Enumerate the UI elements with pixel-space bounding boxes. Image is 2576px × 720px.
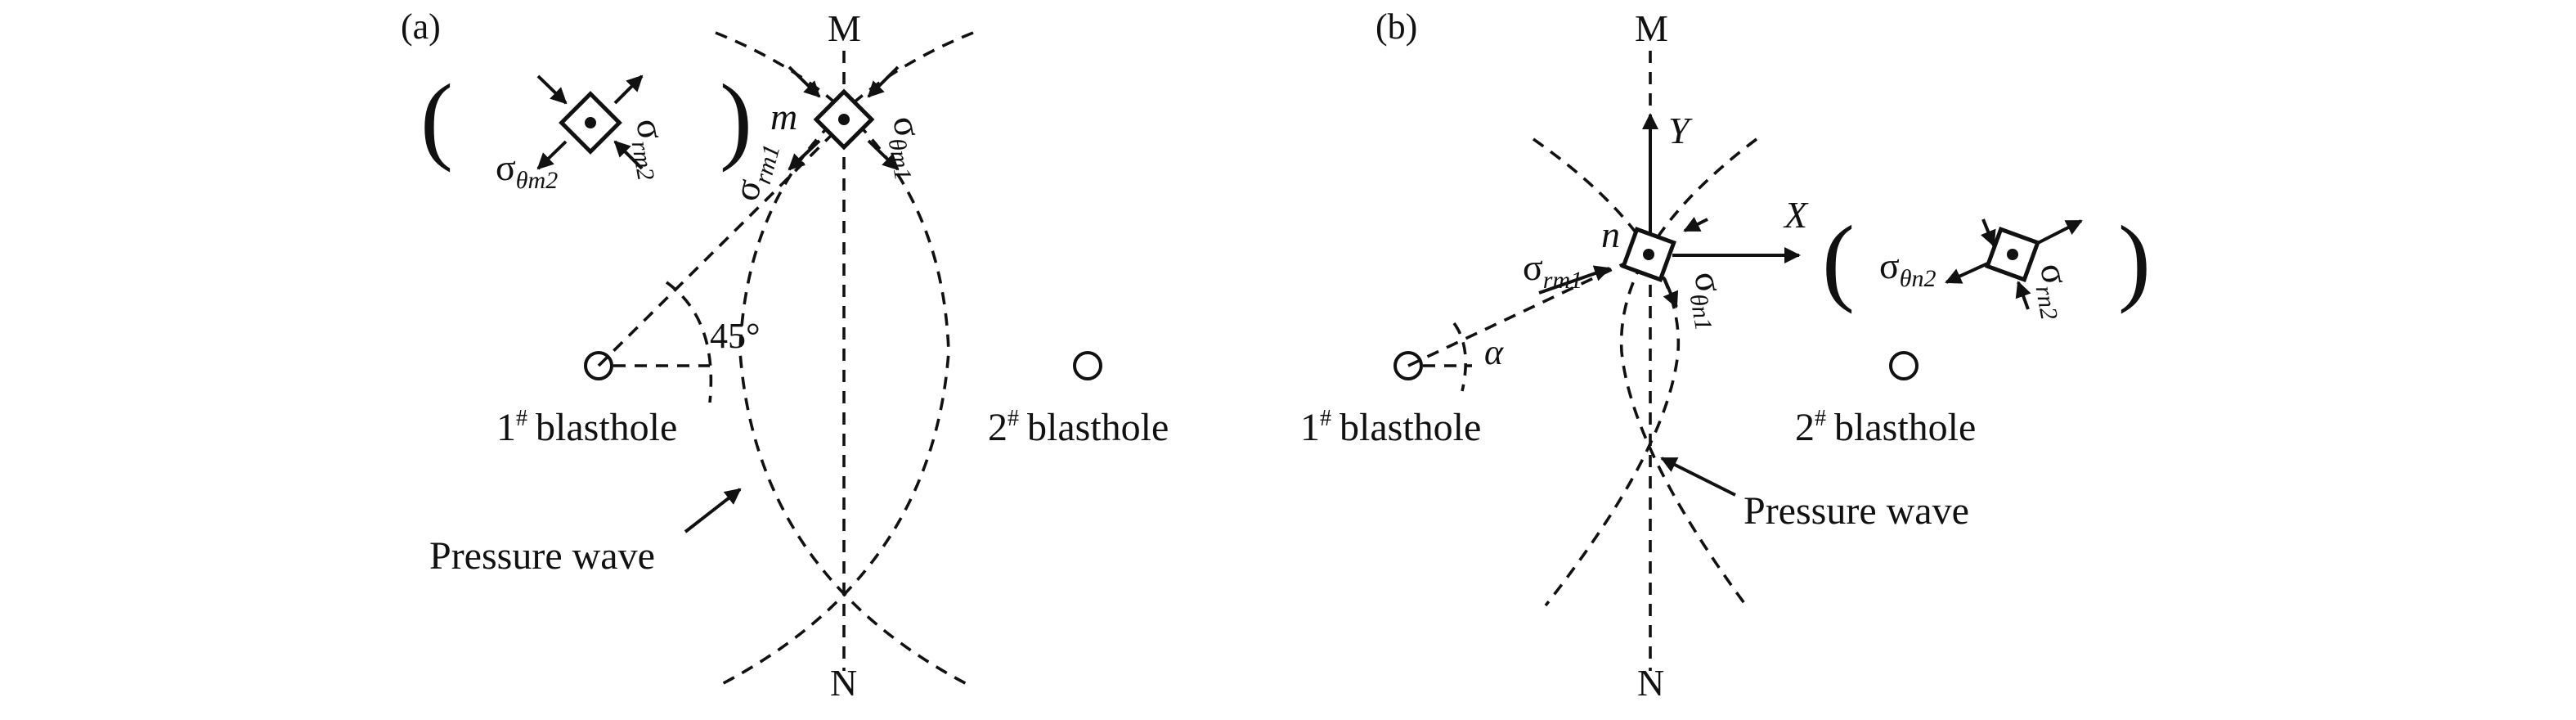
panel-b-sigma-rn2: σrn2: [2026, 260, 2083, 322]
panel-b-hole-1-label: 1#blasthole: [1300, 406, 1481, 449]
panel-a-inset-stress-element: [536, 74, 644, 170]
panel-b-sigma-theta-n1: σθn1: [1681, 268, 1737, 333]
panel-a-wave-pointer: [684, 488, 742, 533]
panel-a-wave-front-2: [738, 31, 974, 689]
panel-a: (a) M N 45° 1#blasthole 2#blasthole Pres…: [401, 7, 1169, 704]
panel-b-hole-2-label: 2#blasthole: [1795, 406, 1976, 449]
panel-b-axis-y-label: Y: [1668, 110, 1693, 151]
panel-b-label: (b): [1376, 7, 1417, 47]
panel-a-wave-label: Pressure wave: [429, 534, 655, 578]
panel-b: (b) M N α 1#blasthole 2#blasthole Pressu…: [1300, 7, 2151, 704]
panel-b-wave-front-2: [1619, 137, 1758, 607]
panel-b-angle-arc: [1452, 322, 1467, 392]
panel-b-axis-x-label: X: [1783, 194, 1809, 236]
panel-a-inset-paren-open: (: [420, 64, 453, 173]
panel-a-sigma-theta-m2: σθm2: [496, 146, 558, 194]
panel-a-point-m: M: [828, 7, 861, 49]
panel-b-blasthole-2: [1889, 351, 1919, 380]
panel-b-angle-label: α: [1484, 332, 1504, 372]
panel-a-hole-1-label: 1#blasthole: [496, 406, 677, 449]
panel-b-point-m: M: [1635, 7, 1668, 49]
panel-a-label: (a): [401, 7, 441, 47]
panel-a-stress-element-m: [788, 65, 900, 171]
panel-a-sigma-rm2: σrm2: [622, 115, 680, 182]
panel-b-inset-paren-close: ): [2118, 205, 2151, 314]
panel-a-hole-2-label: 2#blasthole: [988, 406, 1169, 449]
panel-b-wave-label: Pressure wave: [1744, 489, 1969, 533]
panel-a-element-label: m: [770, 96, 797, 137]
panel-a-angle-label: 45°: [710, 316, 761, 356]
panel-a-wave-front-1: [715, 31, 950, 689]
panel-b-wave-front-1: [1532, 137, 1681, 607]
panel-a-blasthole-2: [1073, 351, 1102, 380]
panel-b-inset-paren-open: (: [1822, 205, 1855, 314]
panel-b-element-label: n: [1601, 214, 1620, 255]
panel-a-sigma-theta-m1: σθm1: [879, 113, 936, 182]
panel-b-sigma-theta-n2: σθn2: [1879, 245, 1936, 292]
panel-b-stress-element-n: [1538, 217, 1708, 308]
panel-b-sigma-rm1: σrm1: [1523, 246, 1582, 294]
panel-a-inset-paren-close: ): [720, 64, 752, 173]
panel-b-inset-stress-element: [1945, 218, 2083, 310]
panel-a-angle-arc: [665, 281, 713, 403]
panel-b-wave-pointer: [1660, 457, 1736, 497]
